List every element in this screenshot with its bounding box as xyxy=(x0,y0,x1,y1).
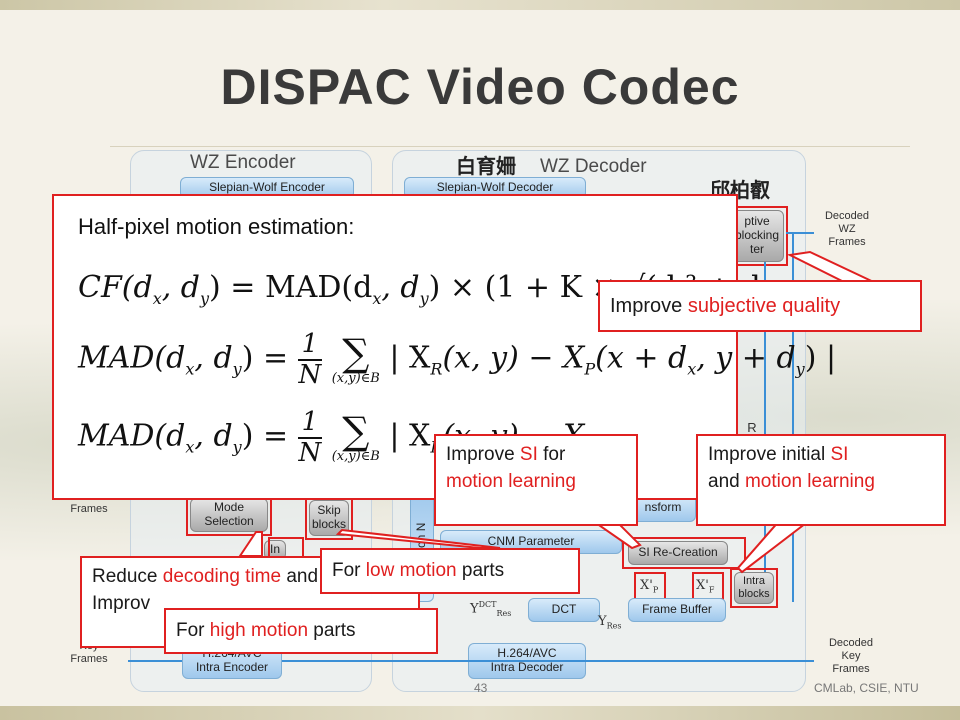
formula-cost-function: CF(dx, dy) = MAD(dx, dy) × (1 + K × √(dx… xyxy=(78,270,761,308)
encoder-label: WZ Encoder xyxy=(190,152,296,173)
dct-block: DCT xyxy=(528,598,600,622)
decoder-vertical-line-1 xyxy=(764,262,766,602)
pointer-low xyxy=(335,528,501,549)
pointer-initial xyxy=(736,519,813,574)
decoded-wz-frames-label: Decoded WZ Frames xyxy=(824,210,870,249)
callout-improve-si: Improve SI for motion learning xyxy=(434,434,638,526)
decoded-key-frames-label: Decoded Key Frames xyxy=(828,637,874,676)
intra-blocks-highlight xyxy=(730,568,778,608)
xf-label: X'F xyxy=(696,578,715,595)
slepian-wolf-encoder-block: Slepian-Wolf Encoder xyxy=(180,177,354,199)
title-divider xyxy=(110,146,910,147)
callout-improve-initial-si: Improve initial SI and motion learning xyxy=(696,434,946,526)
callout-subjective-quality: Improve subjective quality xyxy=(598,280,922,332)
author-top: 白育姍 xyxy=(456,154,516,178)
frame-buffer-block: Frame Buffer xyxy=(628,598,726,622)
slepian-wolf-decoder-block: Slepian-Wolf Decoder xyxy=(404,177,586,199)
intra-blocks-block: Intra blocks xyxy=(734,572,774,604)
top-decorative-band xyxy=(0,0,960,10)
xp-label: X'P xyxy=(640,578,659,595)
callout-high-motion: For high motion parts xyxy=(164,608,438,654)
mode-selection-block: Mode Selection xyxy=(190,498,268,532)
bottom-decorative-band xyxy=(0,706,960,720)
y-res-label: YRes xyxy=(598,614,622,631)
key-frames-line xyxy=(128,660,814,662)
callout-low-motion: For low motion parts xyxy=(320,548,580,594)
page-number: 43 xyxy=(474,681,488,695)
adaptive-deblocking-filter-block: ptive blocking ter xyxy=(730,210,784,262)
pointer-reduce xyxy=(238,531,263,557)
r-label: R xyxy=(747,420,757,435)
slide-title: DISPAC Video Codec xyxy=(220,59,740,115)
footer-organization: CMLab, CSIE, NTU xyxy=(814,681,919,695)
arrow-to-decoded-wz xyxy=(786,232,814,234)
y-dct-res-label: YDCTRes xyxy=(470,600,512,618)
decoder-vertical-line-2 xyxy=(792,232,794,602)
si-recreation-highlight xyxy=(622,537,746,569)
decoder-label: WZ Decoder xyxy=(540,156,647,177)
si-recreation-block: SI Re-Creation xyxy=(628,541,728,565)
formula-heading: Half-pixel motion estimation: xyxy=(78,214,355,239)
